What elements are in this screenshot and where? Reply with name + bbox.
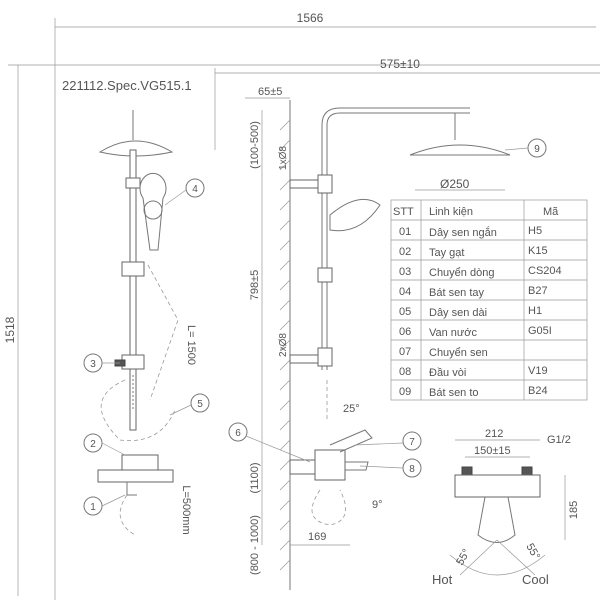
cell-stt: 07 bbox=[399, 346, 411, 358]
cell-stt: 08 bbox=[399, 366, 411, 378]
cool-label: Cool bbox=[522, 572, 549, 587]
cell-code: H1 bbox=[528, 305, 542, 317]
bracket-range-label: (100-500) bbox=[249, 121, 261, 169]
short-hose-label: L=500mm bbox=[180, 485, 192, 534]
table-row: 09 Bát sen to B24 bbox=[399, 385, 548, 399]
table-row: 07 Chuyển sen bbox=[399, 346, 488, 359]
spec-title: 221112.Spec.VG515.1 bbox=[62, 78, 192, 93]
cell-stt: 02 bbox=[399, 246, 411, 258]
spout-depth-label: 169 bbox=[308, 531, 326, 543]
inlet-spacing-label: 150±15 bbox=[474, 445, 511, 457]
cell-part: Chuyển sen bbox=[429, 347, 488, 359]
callouts: 4 3 5 2 1 6 7 8 9 bbox=[83, 138, 547, 516]
callout-4: 4 bbox=[192, 184, 198, 195]
cell-part: Bát sen tay bbox=[429, 287, 485, 299]
mixer-top-view: 212 150±15 G1/2 185 55° 55° Hot Cool bbox=[432, 428, 580, 587]
table-row: 06 Van nước G05I bbox=[399, 325, 552, 339]
cell-stt: 09 bbox=[399, 386, 411, 398]
wall-offset-label: 65±5 bbox=[258, 86, 282, 98]
hot-label: Hot bbox=[432, 572, 453, 587]
mixer-height-label: (1100) bbox=[249, 463, 261, 494]
overall-dimensions: 1566 1518 bbox=[3, 11, 600, 600]
hot-angle-label: 55° bbox=[454, 547, 473, 567]
cell-part: Đầu vòi bbox=[429, 367, 466, 379]
table-header-stt: STT bbox=[393, 206, 414, 218]
callout-7: 7 bbox=[409, 437, 415, 448]
cell-code: CS204 bbox=[528, 265, 562, 277]
cell-part: Dây sen dài bbox=[429, 307, 487, 319]
callout-9: 9 bbox=[534, 144, 540, 155]
cell-part: Van nước bbox=[429, 327, 478, 339]
front-view bbox=[97, 110, 179, 536]
overall-width-label: 1566 bbox=[297, 11, 324, 25]
overall-height-label: 1518 bbox=[3, 316, 17, 343]
cell-part: Dây sen ngắn bbox=[429, 226, 497, 239]
callout-6: 6 bbox=[235, 428, 241, 439]
cell-part: Bát sen to bbox=[429, 387, 479, 399]
spout-angle-label: 9° bbox=[372, 499, 383, 511]
cell-code: V19 bbox=[528, 365, 548, 377]
cell-part: Chuyển dòng bbox=[429, 267, 494, 279]
cell-code: H5 bbox=[528, 225, 542, 237]
cell-stt: 06 bbox=[399, 326, 411, 338]
mixer-width-label: 212 bbox=[485, 428, 503, 440]
bar-height-label: 798±5 bbox=[249, 270, 261, 301]
mixer-height-range-label: (800 - 1000) bbox=[249, 515, 261, 575]
table-header-code: Mã bbox=[543, 206, 559, 218]
table-row: 02 Tay gạt K15 bbox=[399, 245, 548, 259]
table-row: 03 Chuyển dòng CS204 bbox=[399, 265, 562, 279]
table-row: 04 Bát sen tay B27 bbox=[399, 285, 548, 299]
cell-stt: 01 bbox=[399, 226, 411, 238]
table-row: 05 Dây sen dài H1 bbox=[399, 305, 542, 319]
bottom-screws-label: 2xØ8 bbox=[278, 333, 289, 357]
cell-code: K15 bbox=[528, 245, 548, 257]
cell-stt: 04 bbox=[399, 286, 411, 298]
cool-angle-label: 55° bbox=[523, 542, 542, 562]
callout-5: 5 bbox=[197, 399, 203, 410]
parts-table: STT Linh kiện Mã 01 Dây sen ngắn H5 02 Tay … bbox=[390, 199, 588, 401]
cell-part: Tay gạt bbox=[429, 247, 464, 259]
callout-3: 3 bbox=[90, 359, 96, 370]
head-diameter-label: Ø250 bbox=[440, 177, 470, 191]
mixer-depth-label: 185 bbox=[568, 501, 580, 519]
callout-1: 1 bbox=[90, 502, 96, 513]
arm-length-label: 575±10 bbox=[380, 57, 420, 71]
lever-angle-label: 25° bbox=[343, 403, 360, 415]
cell-code: B27 bbox=[528, 285, 548, 297]
top-screws-label: 1xØ8 bbox=[278, 146, 289, 170]
side-view: 575±10 65±5 (100-500) 1xØ8 798±5 2xØ8 (1… bbox=[180, 57, 600, 590]
thread-label: G1/2 bbox=[547, 434, 571, 446]
table-row: 01 Dây sen ngắn H5 bbox=[399, 225, 542, 239]
cell-stt: 05 bbox=[399, 306, 411, 318]
long-hose-label: L= 1500 bbox=[185, 325, 197, 365]
cell-stt: 03 bbox=[399, 266, 411, 278]
cell-code: B24 bbox=[528, 385, 548, 397]
table-row: 08 Đầu vòi V19 bbox=[399, 365, 548, 379]
callout-2: 2 bbox=[90, 439, 96, 450]
table-header-part: Linh kiện bbox=[429, 206, 473, 218]
callout-8: 8 bbox=[409, 464, 415, 475]
cell-code: G05I bbox=[528, 325, 552, 337]
